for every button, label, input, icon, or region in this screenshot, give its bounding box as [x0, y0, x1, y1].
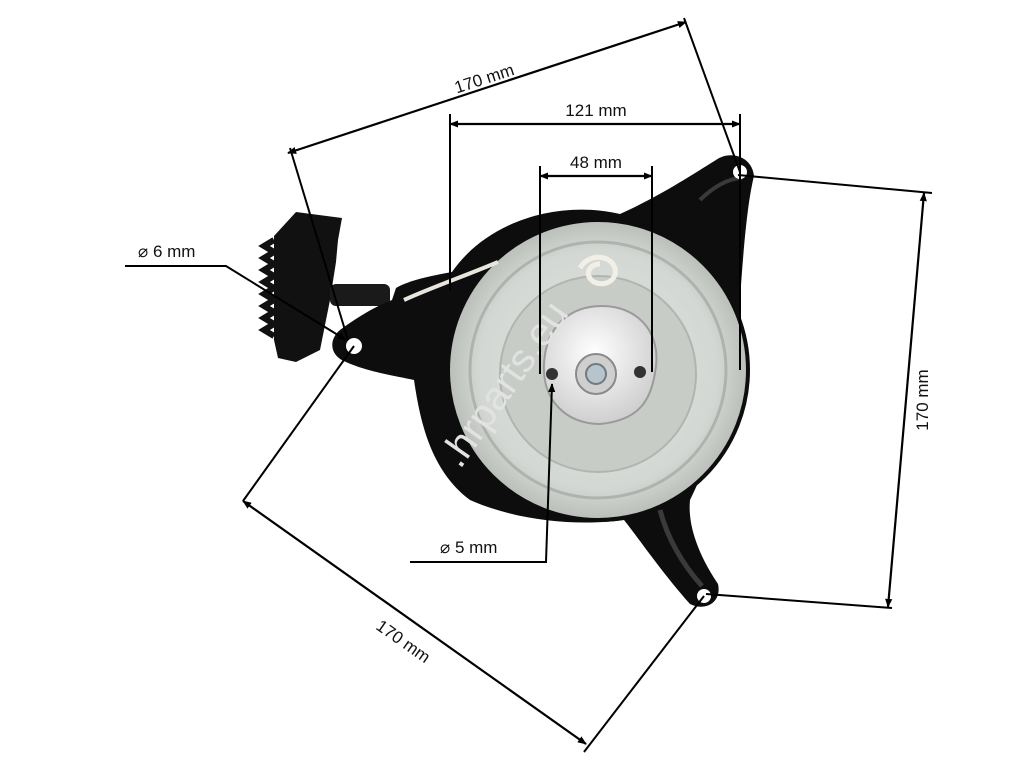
recoil-starter: [258, 155, 754, 607]
label-hole-large: ⌀ 6 mm: [138, 242, 195, 261]
dim-line-top-diagonal: [287, 20, 687, 155]
ext-line-top-left: [289, 147, 349, 341]
label-right-height: 170 mm: [913, 369, 932, 430]
label-top-diagonal: 170 mm: [452, 60, 516, 97]
hub-hole-right: [634, 366, 646, 378]
ext-line-right-top: [737, 174, 933, 194]
dim-line-right-height: [885, 192, 927, 608]
ext-line-bottom-right: [583, 595, 705, 753]
rope-knot: [577, 254, 618, 287]
ext-line-bottom-left: [242, 345, 355, 502]
ext-line-right-bottom: [705, 593, 893, 609]
label-inner-width: 48 mm: [570, 153, 622, 172]
leader-hole-large: [125, 265, 347, 341]
starter-handle: [258, 212, 390, 362]
ext-line-top-right: [683, 17, 741, 173]
pulley-rim: [468, 240, 728, 500]
label-bottom-diagonal: 170 mm: [373, 616, 434, 667]
label-outer-width: 121 mm: [565, 101, 626, 120]
label-hole-small: ⌀ 5 mm: [440, 538, 497, 557]
dim-line-bottom-diagonal: [242, 500, 587, 745]
hub-hole-left: [546, 368, 558, 380]
leader-hole-small: [410, 383, 556, 563]
